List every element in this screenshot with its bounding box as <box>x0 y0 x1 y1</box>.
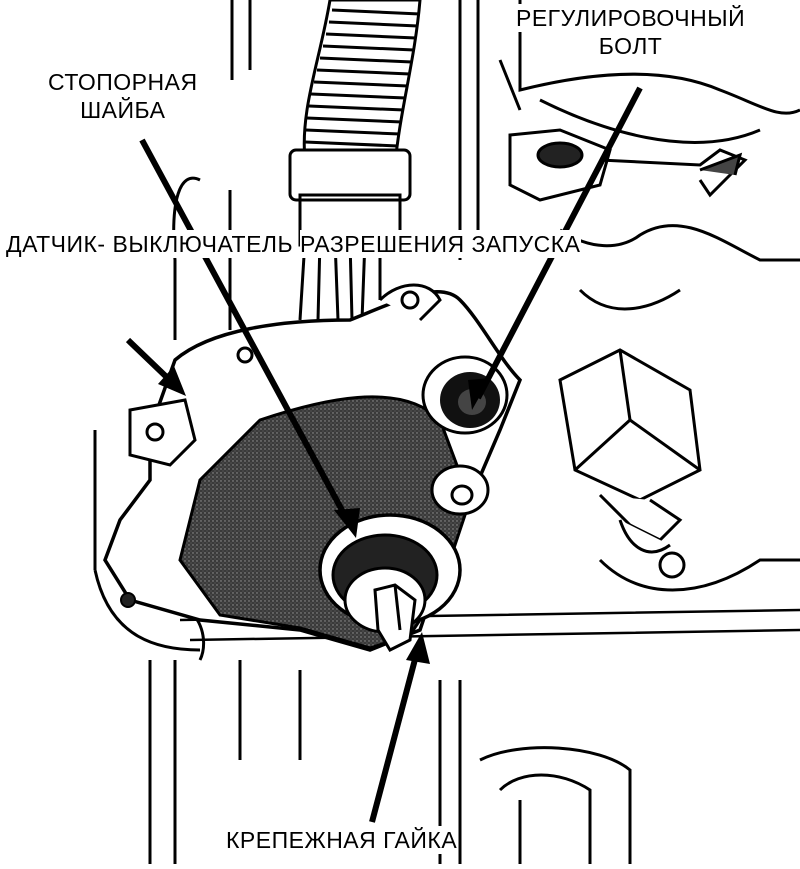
arrowhead-switch <box>158 366 186 396</box>
wiring-conduit <box>302 0 422 167</box>
label-adjusting-bolt-line-1: РЕГУЛИРОВОЧНЫЙ <box>516 4 746 32</box>
label-switch-line-2: ВЫКЛЮЧАТЕЛЬ <box>112 230 294 258</box>
electrical-connector <box>288 148 412 321</box>
label-lock-washer: СТОПОРНАЯ ШАЙБА <box>48 68 198 124</box>
arrowhead-mounting-nut <box>406 632 430 664</box>
cooler-line-fitting <box>558 348 702 579</box>
label-mounting-nut: КРЕПЕЖНАЯ ГАЙКА <box>226 826 458 854</box>
arrowhead-lock-washer <box>334 508 360 538</box>
leader-lock-washer <box>139 138 353 527</box>
label-lock-washer-line-1: СТОПОРНАЯ <box>48 69 198 95</box>
label-switch-line-3: РАЗРЕШЕНИЯ <box>300 230 465 258</box>
label-switch: ДАТЧИК- ВЫКЛЮЧАТЕЛЬ РАЗРЕШЕНИЯ ЗАПУСКА <box>6 230 581 258</box>
neutral-safety-switch <box>103 283 523 652</box>
leader-mounting-nut <box>369 647 421 823</box>
label-switch-line-4: ЗАПУСКА <box>471 230 581 258</box>
label-mounting-nut-line-1: КРЕПЕЖНАЯ ГАЙКА <box>226 827 458 853</box>
bracket <box>508 128 748 202</box>
label-adjusting-bolt: РЕГУЛИРОВОЧНЫЙ БОЛТ <box>516 4 746 60</box>
label-switch-line-1: ДАТЧИК- <box>6 230 106 258</box>
label-lock-washer-line-2: ШАЙБА <box>80 96 166 124</box>
label-adjusting-bolt-line-2: БОЛТ <box>598 32 663 60</box>
arrowhead-adjusting-bolt <box>468 378 490 410</box>
leader-lines <box>125 86 643 823</box>
